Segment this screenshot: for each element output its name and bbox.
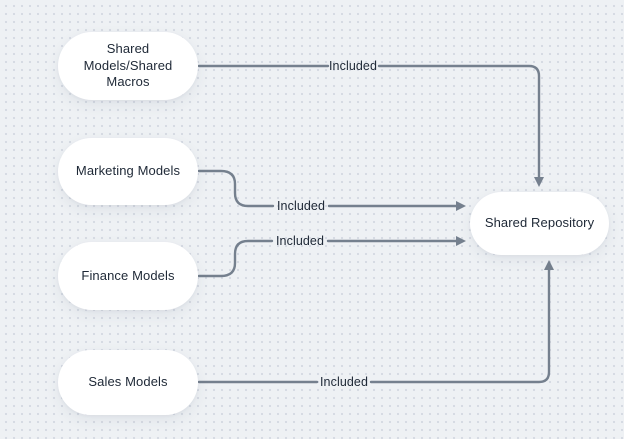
edge-label-included: Included xyxy=(275,234,325,248)
node-shared-models-macros: Shared Models/Shared Macros xyxy=(58,32,198,100)
arrowhead-up-icon xyxy=(544,260,554,270)
node-sales-models: Sales Models xyxy=(58,350,198,415)
node-finance-models: Finance Models xyxy=(58,242,198,310)
node-label: Shared Models/Shared Macros xyxy=(83,40,173,90)
connector-sales-to-repository-post-label xyxy=(369,268,551,384)
node-marketing-models: Marketing Models xyxy=(58,138,198,205)
arrowhead-down-icon xyxy=(534,177,544,187)
connector-marketing-to-repository-pre-label xyxy=(197,169,275,208)
arrowhead-right-icon xyxy=(456,201,466,211)
arrowhead-right-icon xyxy=(456,236,466,246)
node-label: Sales Models xyxy=(88,374,168,390)
node-shared-repository: Shared Repository xyxy=(470,192,609,255)
node-label: Marketing Models xyxy=(75,163,181,179)
edge-label-included: Included xyxy=(276,199,326,213)
edge-label-included: Included xyxy=(319,375,369,389)
node-label: Finance Models xyxy=(81,267,175,283)
connector-shared-models-to-repository-post-label xyxy=(377,64,541,179)
edge-label-included: Included xyxy=(328,59,378,73)
node-label: Shared Repository xyxy=(484,215,595,231)
connector-finance-to-repository-pre-label xyxy=(197,239,274,278)
